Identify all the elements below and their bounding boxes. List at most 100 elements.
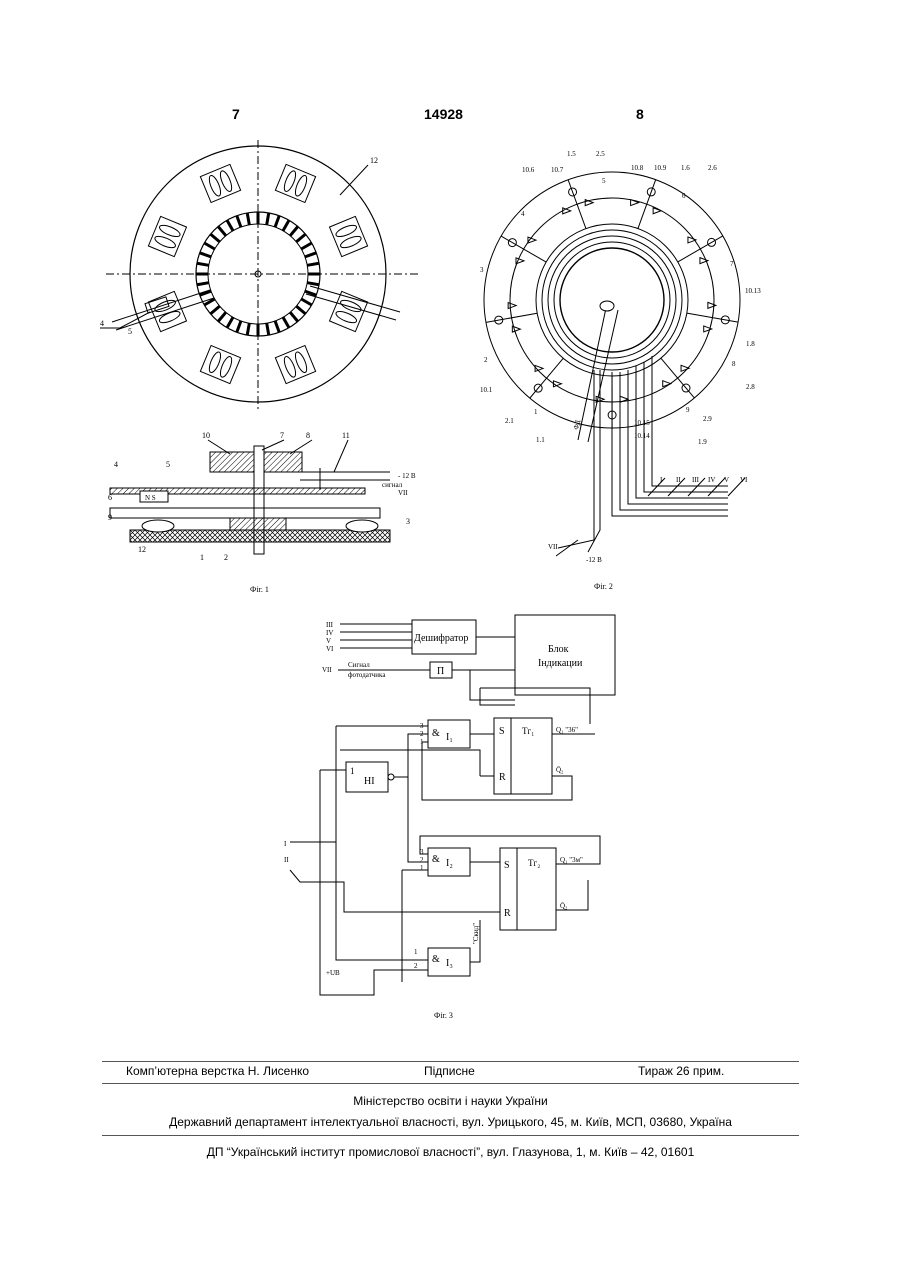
rotor-tooth: [197, 263, 209, 265]
rotor-tooth: [301, 243, 311, 249]
node-lead: [486, 313, 537, 322]
fig3-ub: +UB: [326, 969, 340, 977]
rotor-tooth: [267, 323, 269, 335]
footer-rule-1: [102, 1061, 799, 1062]
fig1-label-7: 7: [280, 431, 284, 440]
fig2-drawing: ФД VII -12 В IIIIIIIVVVI 1.52.510.610.71…: [480, 150, 761, 564]
coil-frame: [275, 164, 315, 202]
tr1-r: R: [499, 772, 506, 783]
fig3-in-i: I: [284, 840, 287, 848]
rotor-tooth: [227, 220, 233, 230]
fig2-bus-label: III: [692, 476, 700, 484]
footer-department: Державний департамент інтелектуальної вл…: [0, 1115, 901, 1129]
fig1-label-4b: 4: [114, 460, 118, 469]
fig1-label-5b: 5: [166, 460, 170, 469]
rotor-tooth: [267, 213, 269, 225]
coil-pocket: [148, 216, 186, 256]
fig1-label-2: 2: [224, 553, 228, 562]
fig1-wire-label-2: сигнал: [382, 481, 403, 489]
and3-label: I₃: [446, 958, 453, 969]
coil-pocket: [329, 216, 367, 256]
fig2-label-l21: 2.1: [505, 417, 514, 425]
fig2-label-l1014: 10.14: [634, 432, 650, 440]
rotor-tooth: [237, 216, 241, 227]
diode-symbol: [512, 326, 520, 332]
fig3-caption: Фіг. 3: [434, 1011, 453, 1020]
fig2-label-n1: 1: [534, 408, 538, 416]
coil-frame: [275, 345, 315, 383]
rotor-tooth: [305, 253, 316, 257]
footer-institute: ДП “Український інститут промислової вла…: [0, 1145, 901, 1159]
fig2-label-l107: 10.7: [551, 166, 564, 174]
decoder-label: Дешифратор: [414, 633, 468, 644]
fig2-label-n4: 4: [521, 210, 525, 218]
fig2-label-n9: 9: [686, 406, 690, 414]
tr1-q2: Q̄₂: [556, 766, 564, 774]
fig3-input-label: IV: [326, 629, 333, 637]
fig2-label-l25: 2.5: [596, 150, 605, 158]
rotor-tooth: [218, 227, 226, 236]
fig1-wire-label-1: - 12 В: [398, 472, 416, 480]
fig3-skid: "Скид": [472, 923, 480, 944]
and1-label: I₁: [446, 732, 453, 743]
tr2-q2: Q̄₂: [560, 902, 568, 910]
and3-symbol: &: [432, 954, 440, 965]
fig2-label-l106: 10.6: [522, 166, 535, 174]
fig1-label-9: 9: [108, 513, 112, 522]
fig1-label-3: 3: [406, 517, 410, 526]
coil-frame: [200, 164, 240, 202]
fig3-input-label: III: [326, 621, 334, 629]
fig2-label-l101: 10.1: [480, 386, 493, 394]
fig2-label-l28: 2.8: [746, 383, 755, 391]
fig3-top-inputs: IIIIVVVI: [326, 621, 334, 653]
rotor-tooth: [296, 234, 305, 242]
coil-frame: [148, 216, 186, 256]
fig2-label-l29: 2.9: [703, 415, 712, 423]
fig1-label-8: 8: [306, 431, 310, 440]
coil-pocket: [275, 345, 315, 383]
fig1-top-view: 4 5 12: [100, 140, 420, 410]
rotor-tooth: [283, 220, 289, 230]
rotor-tooth: [247, 213, 249, 225]
fig3-input-label: VI: [326, 645, 334, 653]
fig2-label-l108: 10.8: [631, 164, 644, 172]
rotor-tooth: [307, 263, 319, 265]
footer-ministry: Міністерство освіти і науки України: [0, 1094, 901, 1108]
fig1-label-12b: 12: [138, 545, 146, 554]
indicator-label-2: Індикации: [538, 658, 583, 669]
footer-rule-3: [102, 1135, 799, 1136]
and2-pin1: 1: [420, 864, 424, 872]
fig3-drawing: Дешифратор Блок Індикации IIIIVVVI VII С…: [284, 615, 615, 995]
fig3-signal-2: фотодатчика: [348, 671, 386, 679]
node-lead: [661, 358, 694, 398]
rotor-tooth: [204, 243, 214, 249]
fig2-bus-labels: IIIIIIIVVVI: [660, 476, 748, 484]
fig1-label-12: 12: [370, 156, 378, 165]
rotor-tooth: [296, 306, 305, 314]
fig2-label-l1015: 10.15: [634, 419, 650, 427]
diode-symbol: [516, 258, 524, 264]
fig2-label-n8: 8: [732, 360, 736, 368]
rotor-tooth: [307, 283, 319, 285]
fig2-bus-label: V: [724, 476, 729, 484]
rotor-tooth: [211, 306, 220, 314]
fig2-label-n7: 7: [730, 260, 734, 268]
tr2-q1: Q₁ "3м": [560, 856, 583, 864]
fig1-section-view: - 12 В сигнал VII N S 10 7 8 11 4 5 6 9 …: [108, 431, 416, 562]
tr1-label: Тг₁: [522, 726, 534, 736]
fig2-label-n5: 5: [602, 177, 606, 185]
rotor-tooth: [283, 317, 289, 327]
fig2-label-l19: 1.9: [698, 438, 707, 446]
fig1-magnet-label: N S: [145, 494, 156, 502]
fig1-label-5: 5: [128, 327, 132, 336]
fig2-label-l15: 1.5: [567, 150, 576, 158]
footer-typesetter: Комп’ютерна верстка Н. Лисенко: [126, 1064, 309, 1078]
node-lead: [568, 180, 586, 229]
coil-frame: [200, 345, 240, 383]
fig1-label-1: 1: [200, 553, 204, 562]
coil-pocket: [275, 164, 315, 202]
fig1-label-10: 10: [202, 431, 210, 440]
fig3-input-label: V: [326, 637, 331, 645]
tr2-label: Тг₂: [528, 858, 540, 868]
fig2-voltage: -12 В: [586, 556, 602, 564]
